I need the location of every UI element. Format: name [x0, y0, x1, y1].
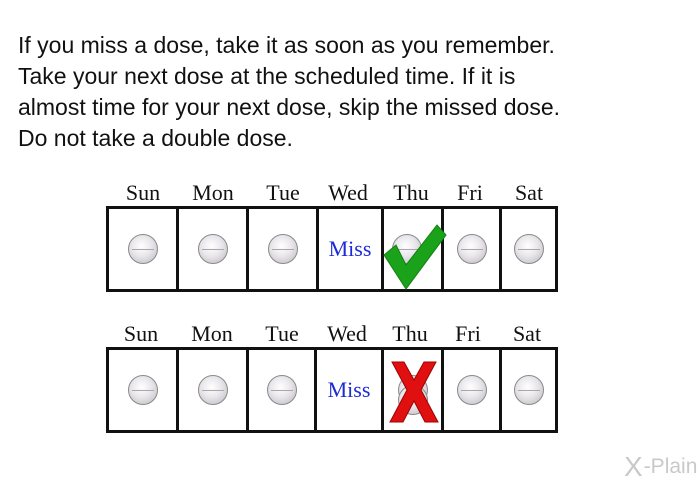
pill-icon	[513, 234, 544, 264]
day-header-row: Sun Mon Tue Wed Thu Fri Sat	[106, 180, 558, 205]
day-label-sat: Sat	[514, 180, 544, 205]
check-mark-shape	[383, 224, 447, 290]
day-label-fri: Fri	[455, 321, 481, 346]
day-label-sat: Sat	[512, 321, 542, 346]
day-cell-wed: Miss	[319, 209, 384, 289]
day-cell-sat	[502, 209, 555, 289]
day-label-tue: Tue	[266, 180, 300, 205]
pill-icon	[266, 375, 297, 405]
day-header-row: Sun Mon Tue Wed Thu Fri Sat	[106, 321, 558, 346]
pill-icon	[197, 234, 228, 264]
pill-icon	[267, 234, 298, 264]
day-label-thu: Thu	[393, 180, 429, 205]
day-cell-tue	[249, 209, 319, 289]
logo-x-mark: X	[624, 451, 643, 482]
day-cell-thu	[383, 209, 447, 290]
pill-calendar-grid: Miss	[106, 347, 558, 433]
day-cell-sat	[502, 350, 555, 430]
instruction-line: almost time for your next dose, skip the…	[18, 94, 561, 120]
day-cell-fri	[444, 209, 502, 289]
pill-icon	[513, 375, 544, 405]
day-label-fri: Fri	[457, 180, 483, 205]
x-mark-shape	[389, 361, 439, 423]
day-cell-sun	[109, 350, 179, 430]
day-label-wed: Wed	[327, 321, 367, 346]
day-cell-mon	[179, 350, 249, 430]
day-cell-tue	[249, 350, 317, 430]
instruction-line: Take your next dose at the scheduled tim…	[18, 63, 516, 89]
day-cell-thu	[384, 350, 444, 430]
xplain-logo: X-Plain	[624, 448, 698, 482]
instructions-text: If you miss a dose, take it as soon as y…	[18, 30, 688, 154]
day-label-mon: Mon	[192, 180, 234, 205]
logo-text: -Plain	[643, 455, 698, 478]
pill-icon	[127, 234, 158, 264]
day-label-sun: Sun	[123, 321, 159, 346]
x-icon	[389, 361, 439, 423]
day-cell-wed: Miss	[317, 350, 384, 430]
miss-label: Miss	[327, 377, 371, 402]
instruction-line: If you miss a dose, take it as soon as y…	[18, 32, 555, 58]
day-label-thu: Thu	[392, 321, 428, 346]
day-label-tue: Tue	[265, 321, 299, 346]
day-label-sun: Sun	[125, 180, 161, 205]
pill-icon	[456, 375, 487, 405]
pill-icon	[197, 375, 228, 405]
day-cell-fri	[444, 350, 502, 430]
miss-label: Miss	[328, 236, 372, 261]
pill-calendar-grid: Miss	[106, 206, 558, 292]
day-cell-mon	[179, 209, 249, 289]
check-icon	[383, 224, 447, 290]
day-cell-sun	[109, 209, 179, 289]
day-label-mon: Mon	[191, 321, 233, 346]
pill-icon	[456, 234, 487, 264]
instruction-line: Do not take a double dose.	[18, 125, 293, 151]
pill-icon	[127, 375, 158, 405]
day-label-wed: Wed	[328, 180, 368, 205]
